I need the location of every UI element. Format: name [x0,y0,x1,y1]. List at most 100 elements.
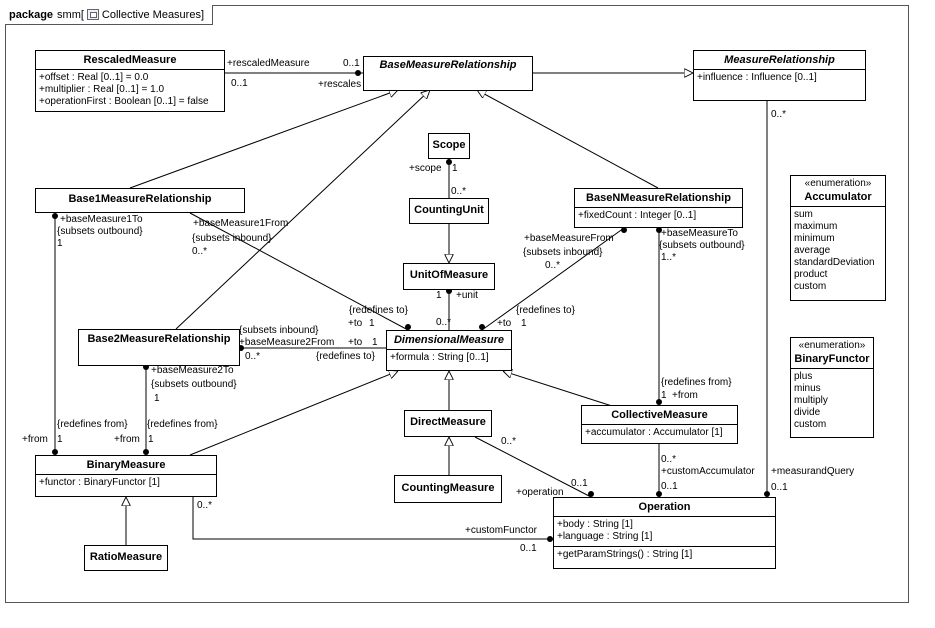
class-name: DirectMeasure [410,416,486,428]
role-label: +to [497,318,512,329]
multiplicity-label: 0..* [436,317,452,328]
role-label: +from [672,390,698,401]
constraint-label: {redefines to} [316,351,375,362]
gen-coll-dim [503,371,613,407]
class-dimensional-measure[interactable]: DimensionalMeasure +formula : String [0.… [386,330,512,371]
class-name: BaseMeasureRelationship [379,59,517,71]
constraint-label: {subsets inbound} [523,247,603,258]
literals: plus minus multiply divide custom [791,368,873,434]
constraint-label: {redefines from} [661,377,732,388]
class-unit-of-measure[interactable]: UnitOfMeasure [403,263,495,290]
constraint-label: {redefines to} [349,305,408,316]
class-name: CountingUnit [414,204,484,216]
class-name: DimensionalMeasure [393,334,505,346]
enum-binary-functor[interactable]: «enumeration» BinaryFunctor plus minus m… [790,337,874,438]
assoc-bnfrom [481,227,625,331]
class-name: CollectiveMeasure [611,409,708,421]
multiplicity-label: 1 [154,393,160,404]
multiplicity-label: 1 [369,318,375,329]
class-rescaled-measure[interactable]: RescaledMeasure +offset : Real [0..1] = … [35,50,225,112]
multiplicity-label: 0..1 [520,543,537,554]
attributes: +accumulator : Accumulator [1] [582,424,737,442]
role-label: +scope [409,163,442,174]
package-keyword: package [9,8,54,21]
multiplicity-label: 1 [57,238,63,249]
attributes: +influence : Influence [0..1] [694,69,865,87]
enum-accumulator[interactable]: «enumeration» Accumulator sum maximum mi… [790,175,886,301]
class-name: BinaryFunctor [794,353,870,365]
class-direct-measure[interactable]: DirectMeasure [404,410,492,437]
package-tab: package smm [ Collective Measures ] [5,5,214,25]
attributes: +fixedCount : Integer [0..1] [575,207,742,225]
class-base-measure-relationship[interactable]: BaseMeasureRelationship [363,56,533,91]
constraint-label: {subsets inbound} [192,233,272,244]
class-binary-measure[interactable]: BinaryMeasure +functor : BinaryFunctor [… [35,455,217,497]
multiplicity-label: 0..* [501,436,517,447]
multiplicity-label: 0..1 [231,78,248,89]
class-name: BinaryMeasure [86,459,166,471]
multiplicity-label: 1..* [661,252,677,263]
package-frame [5,5,909,603]
role-label: +baseMeasureFrom [524,233,614,244]
constraint-label: {redefines to} [516,305,575,316]
role-label: +from [114,434,140,445]
class-base2-measure-relationship[interactable]: Base2MeasureRelationship [78,329,240,366]
role-label: +rescales [318,79,362,90]
multiplicity-label: 0..* [771,109,787,120]
class-base1-measure-relationship[interactable]: Base1MeasureRelationship [35,188,245,213]
role-label: +baseMeasure2From [239,337,335,348]
constraint-label: {subsets outbound} [659,240,745,251]
multiplicity-label: 0..* [661,454,677,465]
role-label: +baseMeasure1From [193,218,289,229]
role-label: +customFunctor [465,525,537,536]
role-label: +to [348,337,363,348]
multiplicity-label: 1 [452,163,458,174]
constraint-label: {subsets outbound} [151,379,237,390]
constraint-label: {redefines from} [57,419,128,430]
attributes: +formula : String [0..1] [387,349,511,367]
multiplicity-label: 0..* [192,246,208,257]
class-name: RatioMeasure [89,551,163,563]
multiplicity-label: 1 [521,318,527,329]
role-label: +operation [516,487,564,498]
class-operation[interactable]: Operation +body : String [1] +language :… [553,497,776,569]
role-label: +from [22,434,48,445]
attributes: +offset : Real [0..1] = 0.0 +multiplier … [36,69,224,111]
role-label: +measurandQuery [771,466,855,477]
class-counting-measure[interactable]: CountingMeasure [394,475,502,503]
class-name: Scope [432,139,466,151]
assoc-bm1from [189,212,409,331]
class-name: BaseNMeasureRelationship [586,192,731,204]
multiplicity-label: 0..1 [661,481,678,492]
multiplicity-label: 1 [661,390,667,401]
class-scope[interactable]: Scope [428,133,470,159]
gen-binary-dim [189,371,398,456]
role-label: +unit [456,290,478,301]
attributes: +body : String [1] +language : String [1… [554,516,775,546]
package-name: smm [57,8,81,21]
literals: sum maximum minimum average standardDevi… [791,206,885,296]
class-counting-unit[interactable]: CountingUnit [409,198,489,224]
multiplicity-label: 1 [436,290,442,301]
class-basen-measure-relationship[interactable]: BaseNMeasureRelationship +fixedCount : I… [574,188,743,228]
gen-b2-bmr [175,90,430,330]
multiplicity-label: 1 [372,337,378,348]
multiplicity-label: 0..* [197,500,213,511]
multiplicity-label: 0..* [451,186,467,197]
role-label: +baseMeasureTo [661,228,738,239]
attributes: +functor : BinaryFunctor [1] [36,474,216,492]
multiplicity-label: 0..1 [771,482,788,493]
class-collective-measure[interactable]: CollectiveMeasure +accumulator : Accumul… [581,405,738,444]
constraint-label: {subsets outbound} [57,226,143,237]
class-name: MeasureRelationship [724,54,835,66]
multiplicity-label: 1 [57,434,63,445]
assoc-binary-op [192,489,553,540]
role-label: +rescaledMeasure [227,58,310,69]
class-name: Accumulator [804,191,872,203]
class-measure-relationship[interactable]: MeasureRelationship +influence : Influen… [693,50,866,101]
gen-b1-bmr [129,90,398,189]
stereotype: «enumeration» [798,340,866,351]
class-ratio-measure[interactable]: RatioMeasure [84,545,168,571]
class-name: RescaledMeasure [83,54,177,66]
